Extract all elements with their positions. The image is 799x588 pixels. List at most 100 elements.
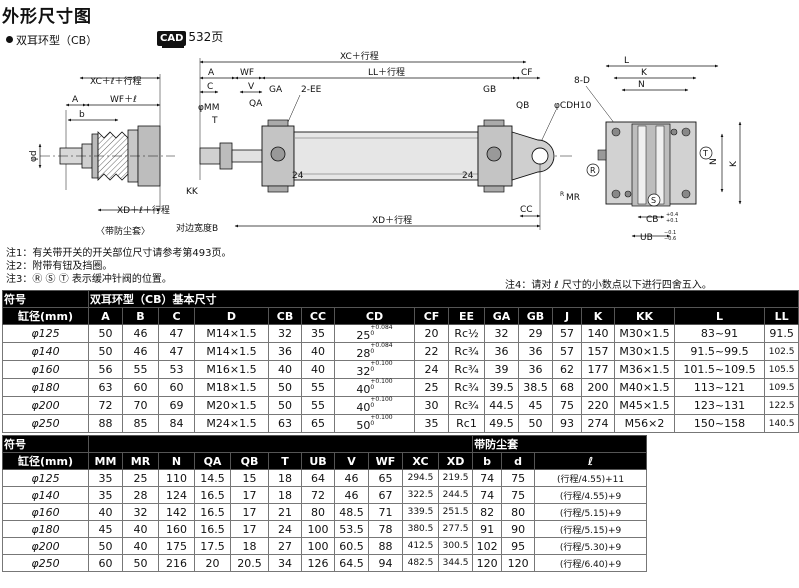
cell-xd: 251.5	[437, 503, 474, 521]
cell-cf: 25	[414, 378, 449, 397]
cell-mr: 28	[122, 486, 159, 504]
cell-k: 220	[581, 396, 615, 415]
cell-n: 110	[158, 469, 195, 487]
cell-t: 18	[268, 486, 302, 504]
cell-d: M16×1.5	[194, 360, 269, 379]
cell-a: 50	[88, 324, 123, 343]
table2-header-mm: MM	[88, 452, 123, 470]
cell-qb: 15	[230, 469, 269, 487]
dim-t-label: T	[211, 116, 218, 126]
cell-cf: 22	[414, 342, 449, 361]
cell-j: 57	[552, 342, 582, 361]
kk-label: KK	[186, 187, 199, 197]
cell-wf: 65	[368, 469, 403, 487]
cell-wf: 67	[368, 486, 403, 504]
cell-b: 74	[472, 469, 503, 487]
dim-wf-label: WF	[240, 68, 254, 78]
cell-d: 75	[501, 469, 536, 487]
cell-j: 62	[552, 360, 582, 379]
cell-qa: 17.5	[194, 537, 231, 555]
bolts-8-d-label: 8-D	[574, 76, 590, 86]
cd-value: 25	[356, 329, 371, 342]
cell-c: 84	[158, 414, 195, 433]
ub-tol-upper: −0.1	[664, 230, 676, 236]
dim-b-label: b	[79, 110, 85, 120]
note-1: 注1：有关带开关的开关部位尺寸请参考第493页。	[6, 248, 232, 259]
cell-qa: 16.5	[194, 520, 231, 538]
phi-mm-label: φMM	[198, 103, 219, 113]
cell-cf: 24	[414, 360, 449, 379]
table2-header-t: T	[268, 452, 302, 470]
cell-mr: 25	[122, 469, 159, 487]
dim-k-right-label: K	[729, 160, 739, 167]
page-title: 外形尺寸图	[2, 7, 92, 27]
cell-mm: 35	[88, 469, 123, 487]
table1-header-ga: GA	[484, 307, 519, 325]
cell-a: 56	[88, 360, 123, 379]
cell-v: 46	[334, 486, 369, 504]
bore-cell: φ160	[2, 503, 89, 521]
cb-tol-upper: +0.4	[666, 212, 678, 218]
table2-header-n: N	[158, 452, 195, 470]
cell-d: M14×1.5	[194, 342, 269, 361]
section-subtitle: 双耳环型（CB）	[6, 32, 97, 48]
cell-c: 47	[158, 342, 195, 361]
cell-j: 93	[552, 414, 582, 433]
table2-bore-label: 缸径(mm)	[2, 452, 89, 470]
cell-gb: 29	[518, 324, 553, 343]
cd-value: 40	[356, 383, 371, 396]
cell-d: M18×1.5	[194, 378, 269, 397]
cell-xd: 244.5	[437, 486, 474, 504]
cell-b: 46	[122, 324, 159, 343]
cell-xc: 294.5	[402, 469, 439, 487]
cell-t: 24	[268, 520, 302, 538]
table1-header-cb: CB	[268, 307, 302, 325]
cell-k: 140	[581, 324, 615, 343]
cell-b: 70	[122, 396, 159, 415]
table1-header-d: D	[194, 307, 269, 325]
cd-value: 40	[356, 401, 371, 414]
cell-ll: 91.5	[763, 324, 799, 343]
note-2: 注2：附带有钮及挡圈。	[6, 261, 113, 272]
cell-cf: 35	[414, 414, 449, 433]
s-side-mark-label: S	[651, 196, 656, 205]
cell-l: 113~121	[674, 378, 765, 397]
table2-header-qa: QA	[194, 452, 231, 470]
cell-mr: 40	[122, 537, 159, 555]
cell-l: (行程/6.40)+9	[534, 554, 648, 572]
cell-d: M20×1.5	[194, 396, 269, 415]
cell-ub: 126	[301, 554, 335, 572]
cell-cb: 63	[268, 414, 302, 433]
cell-l: 101.5~109.5	[674, 360, 765, 379]
bore-cell: φ180	[2, 520, 89, 538]
cell-qb: 17	[230, 503, 269, 521]
cell-b: 85	[122, 414, 159, 433]
cd-tol-lower: 0	[370, 420, 375, 427]
cell-l: 150~158	[674, 414, 765, 433]
dim-l-label: L	[624, 56, 629, 66]
cell-ee: Rc1	[448, 414, 485, 433]
cell-cf: 20	[414, 324, 449, 343]
cell-cb: 32	[268, 324, 302, 343]
dim-k-top-label: K	[641, 68, 648, 78]
cell-c: 47	[158, 324, 195, 343]
cell-ga: 49.5	[484, 414, 519, 433]
cell-d: 90	[501, 520, 536, 538]
cell-b: 120	[472, 554, 503, 572]
cell-b: 74	[472, 486, 503, 504]
cell-v: 64.5	[334, 554, 369, 572]
bore-cell: φ140	[2, 342, 89, 361]
cell-b: 91	[472, 520, 503, 538]
table2-header-xd: XD	[437, 452, 474, 470]
dim-24-left-label: 24	[292, 171, 304, 181]
note-3: 注3：Ⓡ Ⓢ Ⓣ 表示缓冲针阀的位置。	[6, 274, 172, 285]
cd-tol-lower: 0	[370, 366, 375, 373]
